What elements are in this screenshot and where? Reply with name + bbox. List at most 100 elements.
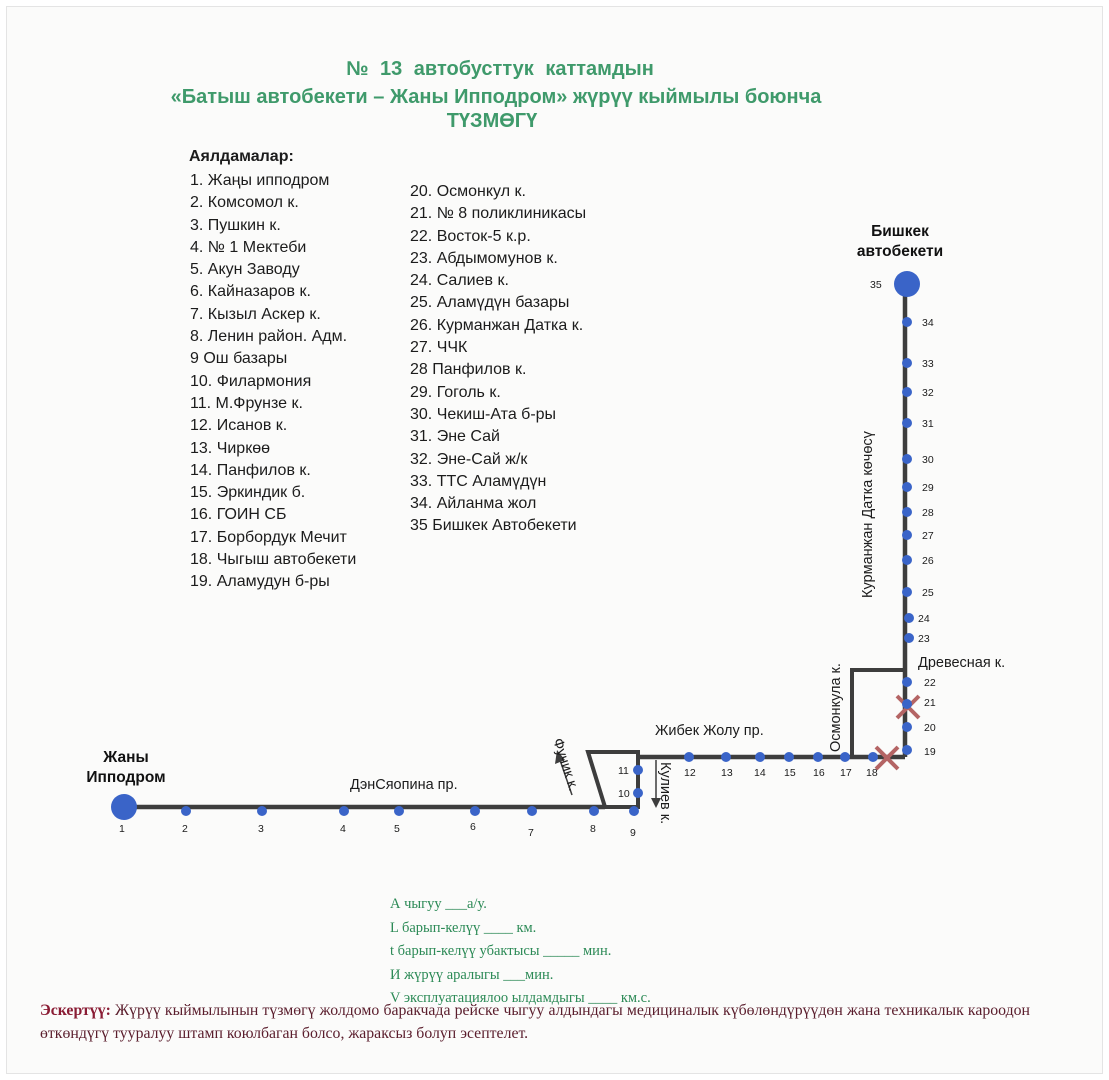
stop-list-item-19: 19. Аламудун б-ры [190,573,330,591]
stop-number-19: 19 [924,746,936,758]
stop-list-item-2: 2. Комсомол к. [190,194,299,212]
street-label-kurmanzhan: Курманжан Датка көчөсү [860,430,876,598]
stop-number-34: 34 [922,317,934,329]
stop-list-item-b-9: 28 Панфилов к. [410,361,527,379]
stop-number-13: 13 [721,767,733,779]
stop-marker-24 [904,613,914,623]
stop-list-item-b-16: 35 Бишкек Автобекети [410,517,577,535]
stop-number-21: 21 [924,697,936,709]
stop-list-item-10: 10. Филармония [190,372,312,390]
stop-list-item-9: 9 Ош базары [190,350,288,368]
stop-number-14: 14 [754,767,766,779]
stop-number-28: 28 [922,507,934,519]
stop-number-18: 18 [866,767,878,779]
stop-number-26: 26 [922,555,934,567]
parameter-line-5: V эксплуатациялоо ылдамдыгы ____ км.с. [390,990,651,1006]
stop-list-item-14: 14. Панфилов к. [190,461,311,479]
stop-list-item-b-1: 20. Осмонкул к. [410,183,526,200]
stop-list-item-b-2: 21. № 8 поликлиникасы [410,205,587,223]
stop-list-item-b-6: 25. Аламүдүн базары [410,294,570,312]
stop-marker-7 [527,806,537,816]
arrow-head-down [651,798,661,808]
note-text: Жүрүү кыймылынын түзмөгү жолдомо баракча… [40,1002,1030,1042]
stop-marker-22 [902,677,912,687]
stop-list-item-4: 4. № 1 Мектеби [190,238,307,256]
stop-marker-15 [784,752,794,762]
stop-list-item-b-5: 24. Салиев к. [410,272,509,290]
title-route-name: «Батыш автобекети – Жаны Ипподром» жүрүү… [170,86,822,108]
stop-marker-13 [721,752,731,762]
stop-marker-34 [902,317,912,327]
stop-marker-27 [902,530,912,540]
stop-list-item-b-8: 27. ЧЧК [410,339,468,357]
parameter-line-3: t барып-келүү убактысы _____ мин. [390,943,612,959]
street-label-osmonkula: Осмонкула к. [828,663,844,752]
stop-number-25: 25 [922,587,934,599]
stop-marker-31 [902,418,912,428]
stop-marker-1 [111,794,137,820]
stop-marker-20 [902,722,912,732]
stop-marker-33 [902,358,912,368]
stop-marker-8 [589,806,599,816]
arrow-head-up [555,750,565,764]
stop-list-item-b-11: 30. Чекиш-Ата б-ры [410,405,557,423]
stop-list-item-1: 1. Жаңы ипподром [190,172,330,189]
stop-marker-3 [257,806,267,816]
stop-marker-19 [902,745,912,755]
stop-marker-29 [902,482,912,492]
street-label-dzenyaopina: ДэнСяопина пр. [350,777,458,793]
stop-number-32: 32 [922,387,934,399]
stop-marker-10 [633,788,643,798]
stop-marker-4 [339,806,349,816]
stop-list-item-b-14: 33. ТТС Аламүдүн [410,472,547,490]
stops-list-column-1: 1. Жаңы ипподром 2. Комсомол к. 3. Пушкин … [190,170,356,594]
title-route-number: № 13 автобусттук каттамдын [346,58,654,80]
stop-marker-2 [181,806,191,816]
stop-list-item-18: 18. Чыгыш автобекети [190,551,357,569]
stop-list-item-17: 17. Борбордук Мечит [190,528,347,546]
stop-list-item-5: 5. Акун Заводу [190,261,300,279]
note: Эскертүү: Жүрүү кыймылынын түзмөгү жолдо… [40,1000,1030,1045]
stop-number-15: 15 [784,767,796,779]
stop-number-27: 27 [922,530,934,542]
stop-number-5: 5 [394,823,400,835]
stop-list-item-b-7: 26. Курманжан Датка к. [410,316,584,334]
stop-marker-35 [894,271,920,297]
stop-number-35: 35 [870,279,882,291]
stop-marker-9 [629,806,639,816]
stop-list-item-b-15: 34. Айланма жол [410,495,537,513]
route-parameters: А чыгуу ___а/у.L барып-келүү ____ км.t б… [390,893,651,1011]
page-frame [6,6,1103,1074]
stop-marker-14 [755,752,765,762]
arrow-up-fuchik [559,759,573,796]
stop-number-17: 17 [840,767,852,779]
stop-list-item-16: 16. ГОИН СБ [190,506,287,524]
stop-number-3: 3 [258,823,264,835]
stop-list-item-b-12: 31. Эне Сай [410,428,500,446]
stop-number-16: 16 [813,767,825,779]
stop-list-item-b-13: 32. Эне-Сай ж/к [410,450,528,468]
direction-arrows [555,750,661,808]
stop-marker-5 [394,806,404,816]
title-scheme: ТҮЗМӨГҮ [446,110,538,132]
stop-number-31: 31 [922,418,934,430]
stop-number-22: 22 [924,677,936,689]
stop-number-11: 11 [618,765,629,777]
parameter-line-4: И жүрүү аралыгы ___мин. [390,966,554,983]
stop-number-9: 9 [630,827,636,839]
stop-number-23: 23 [918,633,930,645]
stop-marker-28 [902,507,912,517]
street-label-drevesnaya: Древесная к. [918,655,1005,671]
stop-list-item-b-4: 23. Абдымомунов к. [410,249,558,267]
stop-number-4: 4 [340,823,346,835]
stop-marker-30 [902,454,912,464]
stop-list-item-13: 13. Чиркөө [190,439,270,457]
stop-number-20: 20 [924,722,936,734]
stop-marker-17 [840,752,850,762]
stop-marker-32 [902,387,912,397]
stop-marker-6 [470,806,480,816]
stop-list-item-3: 3. Пушкин к. [190,216,281,234]
